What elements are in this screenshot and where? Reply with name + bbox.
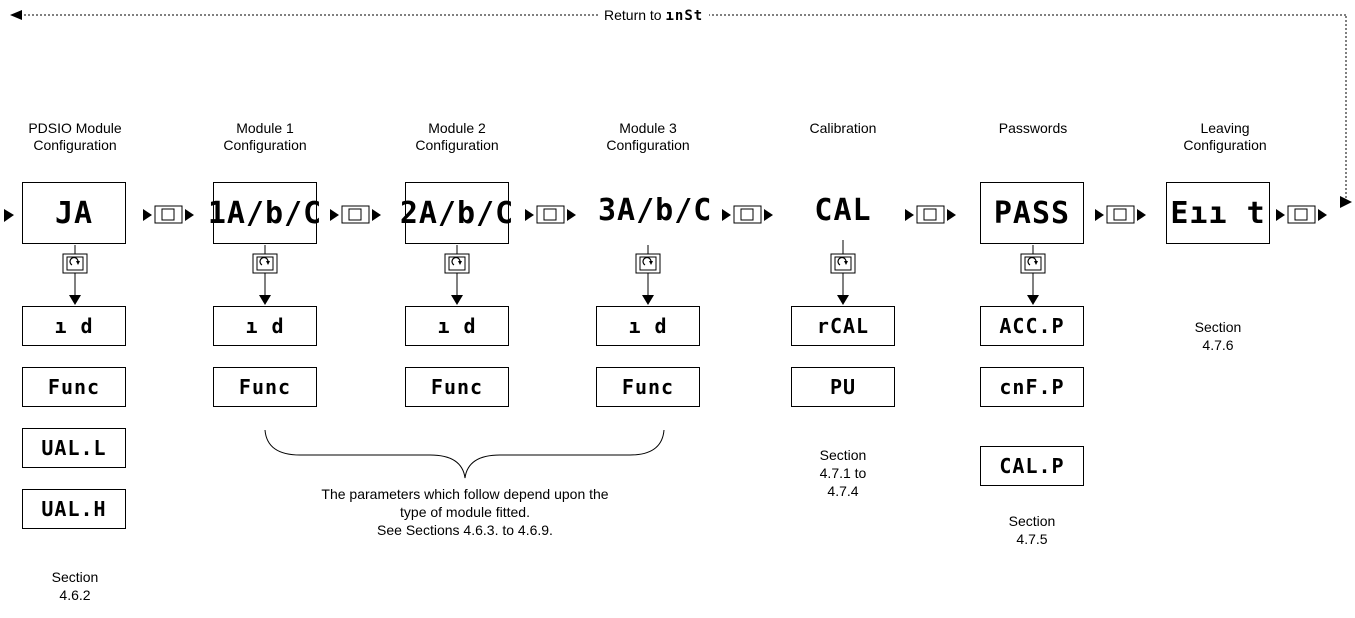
page-key-connector-5 (905, 205, 956, 224)
page-key-connector-7 (1276, 205, 1327, 224)
param-m3-func: Func (596, 367, 700, 407)
header-module-2: Module 2 Configuration (415, 120, 499, 153)
header-module-3: Module 3 Configuration (606, 120, 690, 153)
display-module-2: 2A/b/C (400, 182, 513, 244)
display-passwords: PASS (980, 182, 1084, 244)
section-pdsio: Section 4.6.2 (51, 569, 99, 603)
display-calibration: CAL (814, 193, 872, 228)
param-pdsio-val-high: UAL.H (22, 489, 126, 529)
return-arrow-icon (10, 10, 22, 20)
return-loop (10, 10, 1352, 208)
scroll-key-connector-5 (830, 240, 856, 305)
header-calibration: Calibration (809, 120, 877, 136)
scroll-key-connector-1 (62, 245, 88, 305)
param-pdsio-func: Func (22, 367, 126, 407)
display-module-1: 1A/b/C (208, 182, 321, 244)
param-pdsio-id: ı d (22, 306, 126, 346)
section-calibration: Section 4.7.1 to 4.7.4 (819, 447, 867, 499)
param-pass-cal: CAL.P (980, 446, 1084, 486)
page-key-connector-3 (525, 205, 576, 224)
return-target: ınSt (665, 8, 704, 24)
display-pdsio: JA (22, 182, 126, 244)
module-note: The parameters which follow depend upon … (321, 486, 609, 538)
section-passwords: Section 4.7.5 (1008, 513, 1056, 547)
page-key-connector-2 (330, 205, 381, 224)
param-pdsio-val-low: UAL.L (22, 428, 126, 468)
header-leaving: Leaving Configuration (1183, 120, 1267, 153)
entry-arrow-icon (4, 209, 14, 222)
param-m2-id: ı d (405, 306, 509, 346)
page-key-connector-4 (722, 205, 773, 224)
param-m1-id: ı d (213, 306, 317, 346)
section-leaving: Section 4.7.6 (1194, 319, 1242, 353)
header-passwords: Passwords (998, 120, 1068, 136)
return-text: Return to (604, 7, 662, 23)
header-pdsio: PDSIO Module Configuration (28, 120, 122, 153)
display-exit: Eıı t (1166, 182, 1270, 244)
param-m1-func: Func (213, 367, 317, 407)
param-pass-cnf: cnF.P (980, 367, 1084, 407)
page-key-connector-1 (143, 205, 194, 224)
param-m3-id: ı d (596, 306, 700, 346)
scroll-key-connector-4 (635, 245, 661, 305)
scroll-key-connector-2 (252, 245, 278, 305)
return-label: Return to ınSt (598, 7, 710, 24)
module-brace (264, 429, 665, 479)
page-key-connector-6 (1095, 205, 1146, 224)
scroll-key-connector-3 (444, 245, 470, 305)
display-module-3: 3A/b/C (598, 193, 713, 228)
header-module-1: Module 1 Configuration (223, 120, 307, 153)
param-m2-func: Func (405, 367, 509, 407)
param-cal-pu: PU (791, 367, 895, 407)
param-pass-acc: ACC.P (980, 306, 1084, 346)
scroll-key-connector-6 (1020, 245, 1046, 305)
param-cal-rcal: rCAL (791, 306, 895, 346)
